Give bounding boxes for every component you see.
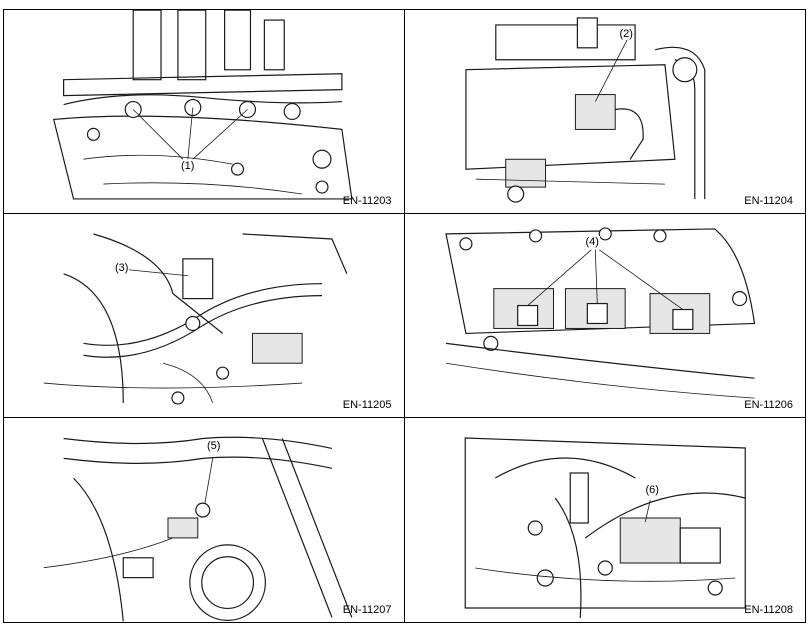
figure-code: EN-11204 bbox=[744, 195, 793, 207]
figure-grid: (1) EN-11203 (2) EN-11204 bbox=[3, 9, 806, 623]
figure-code: EN-11205 bbox=[342, 399, 392, 411]
callout-label: (3) bbox=[114, 262, 130, 274]
engine-illustration-5 bbox=[43, 436, 353, 622]
callout-label: (1) bbox=[180, 160, 196, 172]
figure-panel-2: (2) EN-11204 bbox=[404, 10, 805, 214]
figure-code: EN-11206 bbox=[744, 399, 793, 411]
figure-panel-3: (3) EN-11205 bbox=[4, 214, 405, 418]
callout-label: (2) bbox=[618, 28, 634, 40]
figure-code: EN-11203 bbox=[342, 195, 392, 207]
figure-panel-6: (6) EN-11208 bbox=[405, 418, 806, 622]
engine-illustration-2 bbox=[464, 17, 705, 203]
engine-illustration-1 bbox=[52, 10, 353, 200]
engine-illustration-6 bbox=[464, 437, 746, 619]
figure-code: EN-11207 bbox=[342, 604, 392, 616]
figure-panel-4: (4) EN-11206 bbox=[404, 214, 805, 418]
callout-label: (6) bbox=[644, 484, 660, 496]
figure-panel-1: (1) EN-11203 bbox=[4, 10, 405, 214]
callout-label: (5) bbox=[206, 440, 222, 452]
figure-code: EN-11208 bbox=[744, 604, 793, 616]
callout-label: (4) bbox=[584, 236, 600, 248]
figure-panel-5: (5) EN-11207 bbox=[4, 418, 405, 622]
engine-illustration-3 bbox=[43, 233, 348, 405]
engine-illustration-4 bbox=[444, 227, 755, 399]
